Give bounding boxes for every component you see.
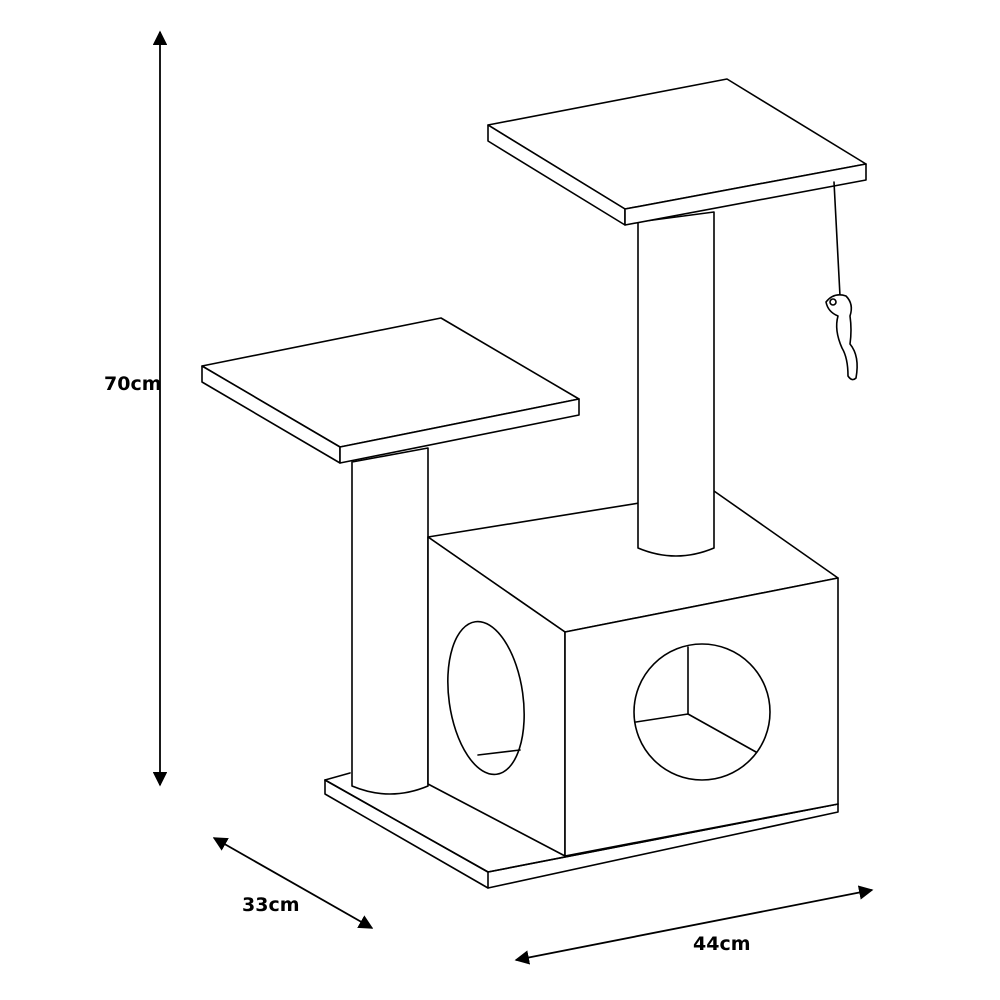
hanging-mouse-toy bbox=[825, 181, 858, 381]
top-platform bbox=[487, 78, 867, 226]
width-dimension bbox=[514, 885, 874, 965]
left-platform bbox=[201, 317, 580, 464]
house-cube bbox=[427, 490, 839, 857]
right-post bbox=[637, 211, 715, 557]
height-label: 70cm bbox=[104, 373, 162, 395]
left-post bbox=[351, 447, 429, 795]
house-side-hole bbox=[447, 620, 525, 776]
depth-dimension bbox=[212, 837, 374, 929]
house-front-hole bbox=[633, 643, 771, 781]
width-label: 44cm bbox=[693, 933, 751, 955]
depth-label: 33cm bbox=[242, 894, 300, 916]
